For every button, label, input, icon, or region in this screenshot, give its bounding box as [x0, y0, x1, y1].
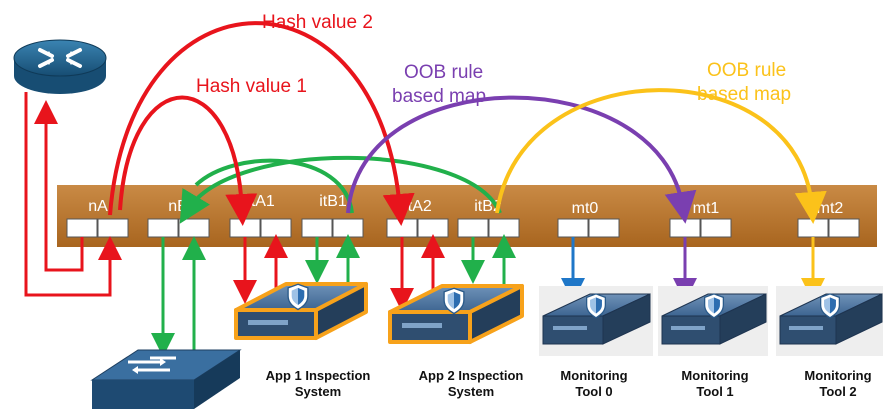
app2-label-line2: System — [448, 384, 494, 399]
port-itA1[interactable] — [229, 218, 292, 238]
port-label-itA1: itA1 — [247, 193, 275, 210]
oob-yellow-label-line1: OOB rule — [707, 60, 786, 81]
port-mt0[interactable] — [557, 218, 620, 238]
hash-value-1-arc — [118, 95, 258, 226]
oob-purple-label-line2: based map — [392, 86, 486, 107]
green-arc-nb-to-itb1 — [194, 158, 354, 214]
port-label-mt0: mt0 — [572, 200, 599, 217]
monitoring-tool-0-appliance[interactable] — [539, 286, 653, 356]
hash-value-1-label: Hash value 1 — [196, 76, 307, 97]
app2-label-line1: App 2 Inspection — [419, 368, 524, 383]
app1-label-line1: App 1 Inspection — [266, 368, 371, 383]
green-arc-itb2-to-nb — [179, 155, 502, 224]
port-label-nB: nB — [168, 198, 188, 215]
hash-value-2-arc — [108, 21, 415, 226]
monitoring-tool-1-appliance[interactable] — [658, 286, 768, 356]
port-label-itB1: itB1 — [319, 193, 347, 210]
port-itA2[interactable] — [386, 218, 449, 238]
tool0-label-line2: Tool 0 — [575, 384, 612, 399]
switch-icon — [90, 349, 242, 409]
tool2-label-line2: Tool 2 — [819, 384, 856, 399]
port-itB1[interactable] — [301, 218, 364, 238]
oob-yellow-arc — [495, 88, 827, 224]
port-itB2[interactable] — [457, 218, 520, 238]
port-nA[interactable] — [66, 218, 129, 238]
port-mt2[interactable] — [797, 218, 860, 238]
port-mt1[interactable] — [669, 218, 732, 238]
app1-label-line2: System — [295, 384, 341, 399]
tool0-label-line1: Monitoring — [560, 368, 627, 383]
port-label-itA2: itA2 — [404, 198, 432, 215]
oob-purple-arc — [346, 95, 697, 224]
monitoring-tool-2-appliance[interactable] — [776, 286, 883, 356]
nb-switch-links — [151, 236, 206, 360]
hash-value-2-label: Hash value 2 — [262, 12, 373, 33]
tool1-label-line2: Tool 1 — [696, 384, 733, 399]
oob-purple-label-line1: OOB rule — [404, 62, 483, 83]
port-label-mt2: mt2 — [817, 200, 844, 217]
router-na-links — [24, 92, 122, 297]
app1-inspection-appliance[interactable] — [234, 282, 368, 340]
port-label-mt1: mt1 — [693, 200, 720, 217]
oob-yellow-label-line2: based map — [697, 84, 791, 105]
tool2-label-line1: Monitoring — [804, 368, 871, 383]
tool1-label-line1: Monitoring — [681, 368, 748, 383]
port-label-nA: nA — [88, 198, 108, 215]
network-packet-broker-bar — [57, 185, 877, 247]
app2-inspection-appliance[interactable] — [388, 284, 524, 344]
port-nB[interactable] — [147, 218, 210, 238]
router-icon — [13, 39, 107, 94]
